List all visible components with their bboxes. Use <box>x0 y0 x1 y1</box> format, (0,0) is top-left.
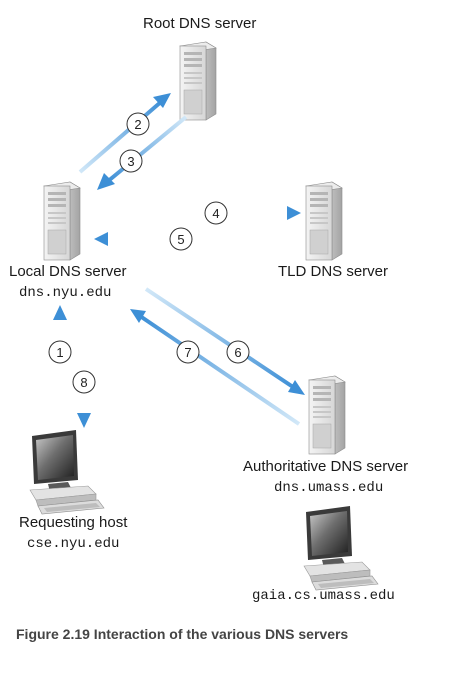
target-host-hostname: gaia.cs.umass.edu <box>252 588 395 604</box>
figure-caption: Figure 2.19 Interaction of the various D… <box>16 626 349 642</box>
step-number-7: 7 <box>184 345 191 360</box>
local-dns-server-label: Local DNS server <box>9 263 127 280</box>
authoritative-dns-server-hostname: dns.umass.edu <box>274 480 384 496</box>
local-dns-server-hostname: dns.nyu.edu <box>19 285 112 301</box>
root-dns-server-icon <box>179 41 217 121</box>
step-number-5: 5 <box>177 232 184 247</box>
step-number-2: 2 <box>134 117 141 132</box>
step-badge-6: 6 <box>226 340 250 364</box>
step-number-6: 6 <box>234 345 241 360</box>
requesting-host-label: Requesting host <box>19 514 128 531</box>
step-number-1: 1 <box>56 345 63 360</box>
arrow-7 <box>130 309 301 426</box>
step-badge-4: 4 <box>204 201 228 225</box>
step-badge-8: 8 <box>72 370 96 394</box>
tld-dns-server-icon <box>305 181 343 261</box>
step-badge-3: 3 <box>119 149 143 173</box>
target-host-computer-icon <box>303 505 379 591</box>
step-number-4: 4 <box>212 206 219 221</box>
step-badge-2: 2 <box>126 112 150 136</box>
arrow-4 <box>92 206 301 220</box>
arrow-8 <box>77 312 91 428</box>
tld-dns-server-label: TLD DNS server <box>278 263 389 280</box>
step-number-8: 8 <box>80 375 87 390</box>
root-dns-server-label: Root DNS server <box>143 15 257 32</box>
arrow-6 <box>144 287 305 395</box>
arrow-1 <box>53 305 67 429</box>
step-badge-1: 1 <box>48 340 72 364</box>
local-dns-server-icon <box>43 181 81 261</box>
arrow-2 <box>78 93 171 174</box>
requesting-host-hostname: cse.nyu.edu <box>27 536 120 552</box>
step-badge-5: 5 <box>169 227 193 251</box>
arrow-3 <box>97 115 188 190</box>
step-badge-7: 7 <box>176 340 200 364</box>
arrow-5 <box>94 232 298 246</box>
requesting-host-computer-icon <box>29 429 105 515</box>
step-number-3: 3 <box>127 154 134 169</box>
authoritative-dns-server-label: Authoritative DNS server <box>243 458 409 475</box>
authoritative-dns-server-icon <box>308 375 346 455</box>
